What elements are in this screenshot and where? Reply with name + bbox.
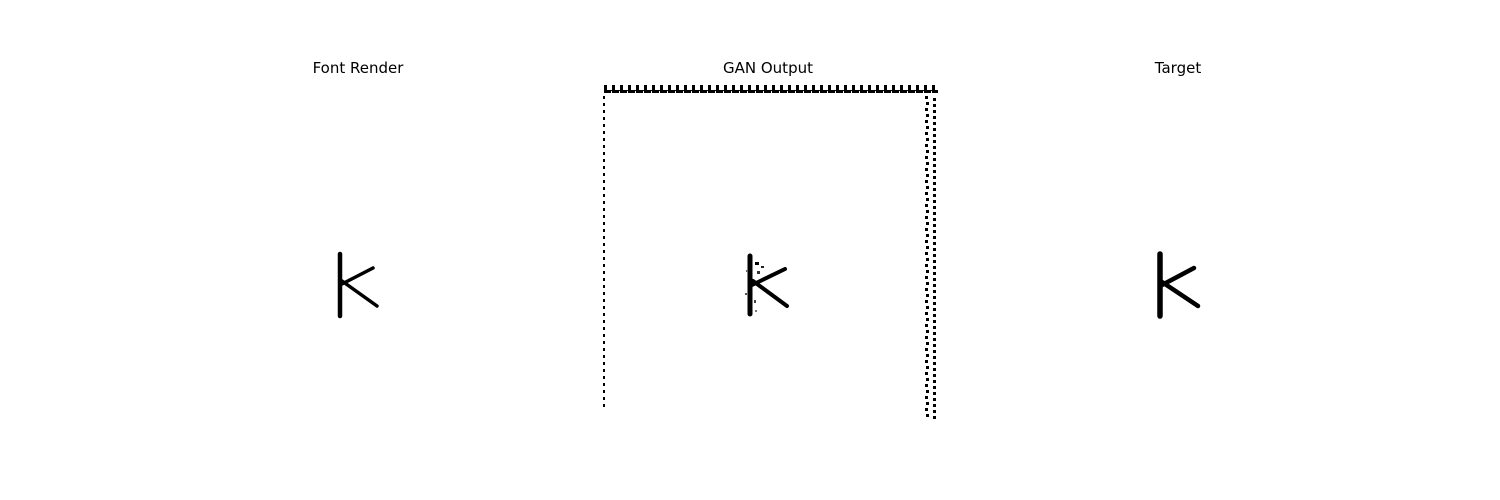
k-glyph-noisy xyxy=(745,253,789,317)
panel-gan-output: GAN Output xyxy=(598,0,938,500)
panel-target: Target xyxy=(1008,0,1348,500)
panel-font-render: Font Render xyxy=(188,0,528,500)
panel-title: GAN Output xyxy=(723,59,813,77)
artifact-border xyxy=(603,85,938,419)
gan-output-canvas xyxy=(603,85,938,419)
k-glyph xyxy=(337,251,379,319)
panel-title: Font Render xyxy=(312,59,404,77)
font-render-glyph xyxy=(337,251,379,319)
panel-title: Target xyxy=(1154,59,1202,77)
k-glyph xyxy=(1157,251,1201,319)
target-glyph xyxy=(1157,251,1201,319)
